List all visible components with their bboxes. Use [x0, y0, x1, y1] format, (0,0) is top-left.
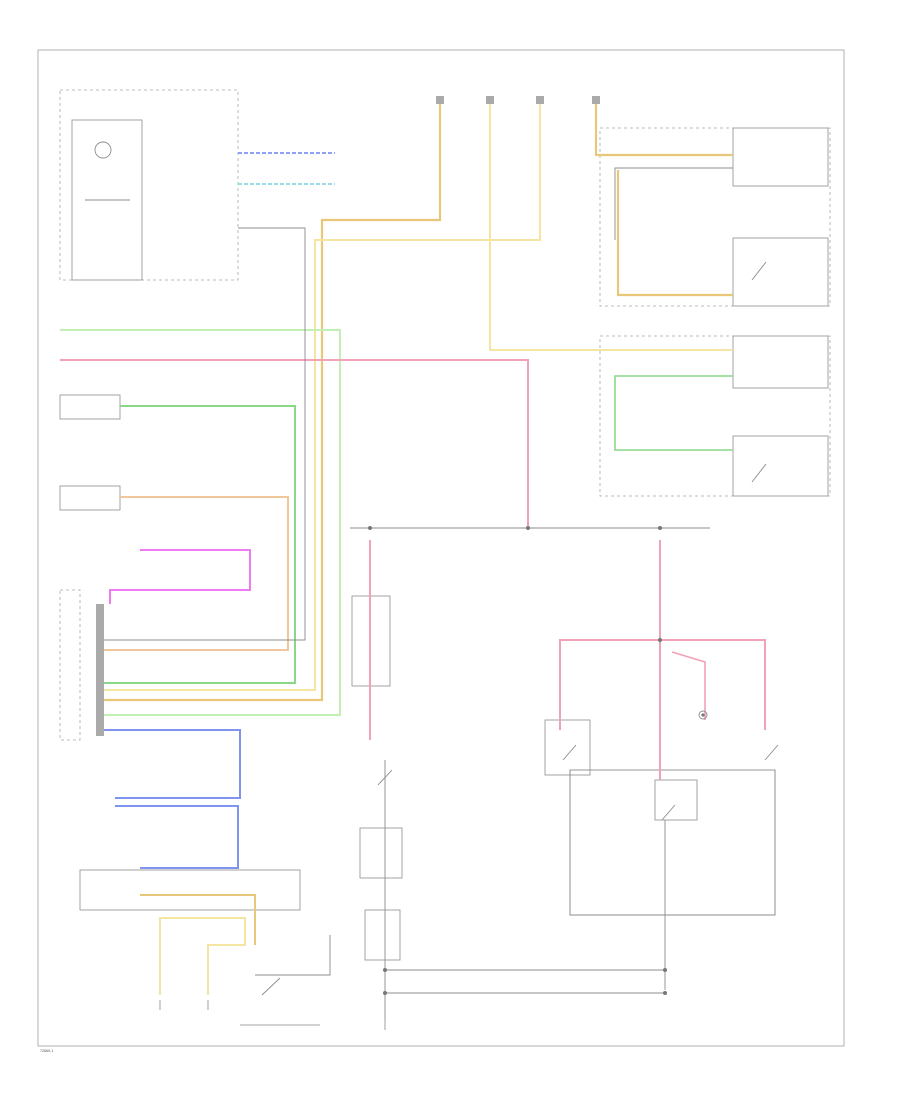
wire-light-green-1 — [60, 329, 341, 716]
wire-yellow-1 — [489, 100, 733, 351]
wire-pink-1 — [60, 359, 529, 528]
wire-green — [100, 405, 296, 684]
wire-gray-9 — [614, 167, 733, 240]
wire-gray-4 — [569, 770, 776, 916]
driver-door-module — [599, 127, 831, 307]
ground-icon — [159, 1000, 386, 1030]
wire-yellow-3 — [159, 917, 246, 995]
left-modules — [59, 394, 301, 911]
wire-light-green-2 — [614, 375, 733, 451]
page-frame — [37, 49, 845, 1047]
wire-magenta — [109, 549, 251, 604]
instrument-panel-cluster — [59, 89, 239, 281]
wire-blue-2 — [115, 805, 239, 869]
wire-tan-2 — [594, 100, 733, 157]
lamp-icon — [698, 710, 708, 720]
wire-tan-3 — [616, 170, 733, 297]
wire-orange — [100, 496, 289, 651]
wire-tan-1 — [100, 100, 442, 702]
wire-blue-1 — [100, 729, 241, 799]
switch-icon — [261, 261, 779, 996]
connector-pin-icon — [96, 96, 600, 736]
wire-yellow-2 — [100, 100, 541, 691]
splice-dot-icon — [368, 526, 667, 995]
wire-pink-4 — [559, 639, 766, 730]
door-switch-column — [351, 595, 403, 961]
page-code: 72665-1 — [40, 1049, 53, 1053]
wire-gray-8 — [255, 935, 331, 976]
wire-tan-4 — [140, 894, 256, 945]
wire-pink-5 — [671, 651, 706, 720]
wire-gray-1 — [100, 227, 306, 641]
passenger-door-module — [599, 335, 831, 497]
